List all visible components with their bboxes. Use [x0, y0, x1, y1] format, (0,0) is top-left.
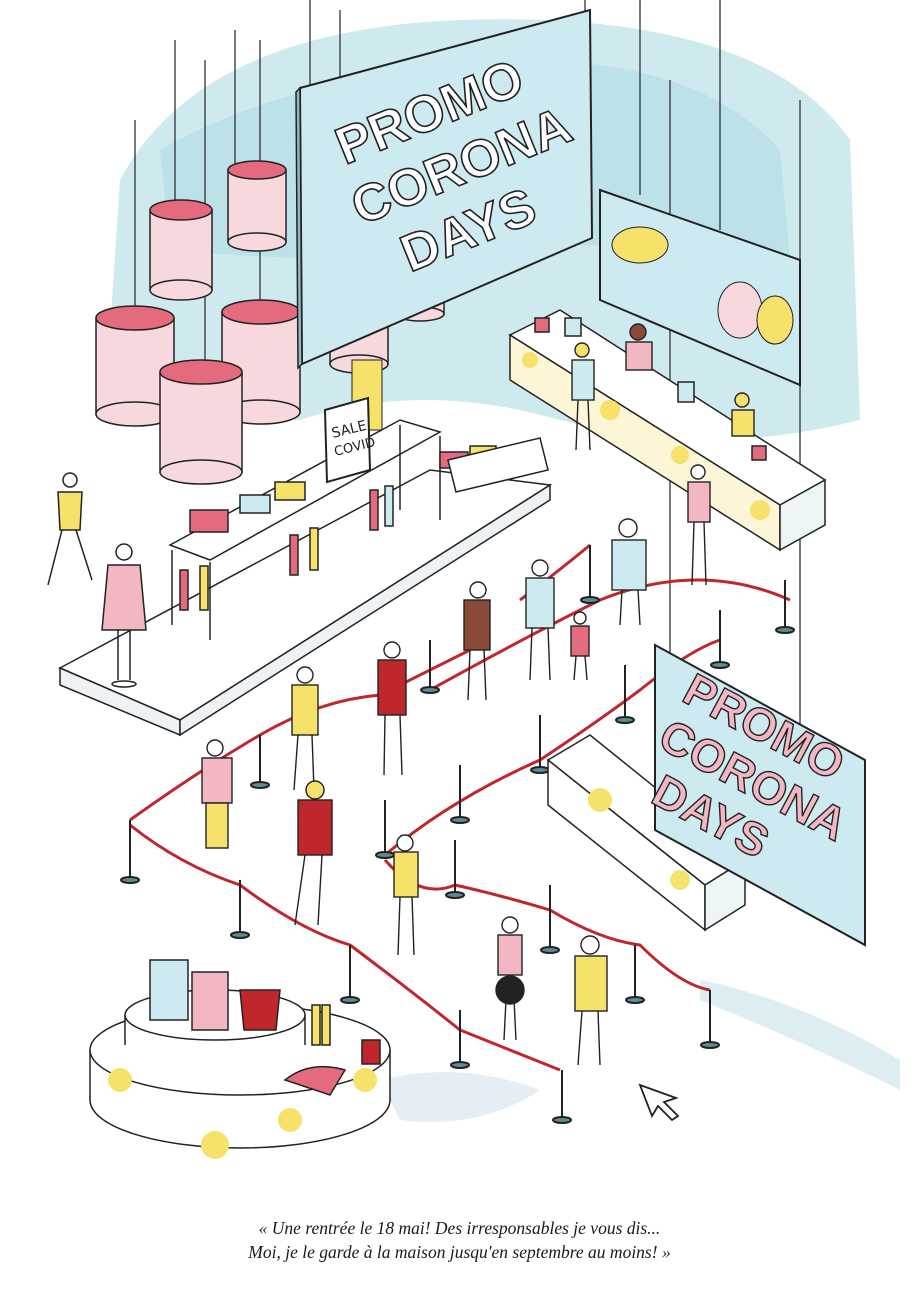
cashier — [731, 392, 755, 437]
person — [291, 666, 319, 791]
banner-top: PROMO CORONA DAYS — [295, 8, 594, 370]
person — [294, 780, 333, 926]
person — [574, 935, 608, 1066]
pendant-lamps — [95, 160, 445, 485]
person — [393, 834, 419, 956]
person — [687, 464, 711, 586]
person — [201, 739, 233, 849]
poster — [599, 188, 801, 387]
person — [525, 559, 555, 681]
lamp — [227, 160, 287, 252]
cashier — [625, 323, 653, 371]
luggage-display — [89, 959, 391, 1159]
illustration: PROMO CORONA DAYS — [47, 0, 900, 1159]
sale-sign: SALE COVID — [323, 396, 377, 484]
clothing-display — [58, 419, 553, 737]
person — [377, 641, 407, 776]
person — [463, 581, 491, 701]
caption-line1: « Une rentrée le 18 mai! Des irresponsab… — [258, 1218, 661, 1238]
banner-right: PROMO CORONA DAYS — [643, 643, 866, 947]
shopper-walking — [47, 472, 93, 586]
lamp — [159, 359, 243, 485]
lamp — [95, 305, 175, 427]
person — [495, 916, 525, 1041]
person — [570, 611, 590, 681]
caption-line2: Moi, je le garde à la maison jusqu'en se… — [248, 1242, 671, 1262]
lamp — [149, 199, 213, 301]
queue-people — [201, 323, 755, 1066]
person — [571, 342, 595, 451]
person — [611, 518, 647, 626]
mannequin — [101, 543, 147, 688]
caption: « Une rentrée le 18 mai! Des irresponsab… — [0, 1216, 919, 1264]
cursor-arrow-icon — [638, 1083, 680, 1122]
